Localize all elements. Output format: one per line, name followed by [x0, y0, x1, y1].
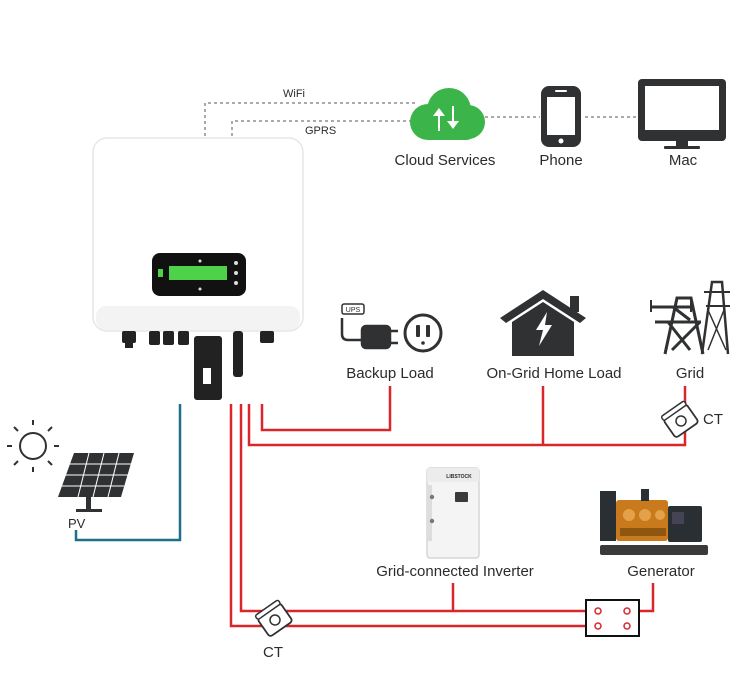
inverter-connectors [122, 331, 274, 400]
gprs-label: GPRS [305, 125, 336, 137]
grid-label: Grid [676, 365, 704, 382]
cloud-label: Cloud Services [395, 152, 496, 169]
hybrid-inverter [92, 137, 304, 400]
comm-links [204, 102, 638, 136]
mac-icon [638, 79, 726, 149]
grid-connected-inverter-icon [426, 467, 480, 559]
socket-icon [403, 313, 443, 353]
home-load-line [247, 404, 687, 447]
backup-load-icon: UPS [340, 303, 443, 353]
ct-bottom-icon [254, 599, 293, 637]
ct-bottom-label: CT [263, 644, 283, 661]
grid-tower-icon [650, 280, 730, 355]
pv-label: PV [68, 516, 86, 531]
ct-line [229, 404, 586, 628]
sun-icon [7, 420, 59, 472]
wifi-label: WiFi [283, 88, 305, 100]
home-load-label: On-Grid Home Load [486, 365, 621, 382]
backup-load-label: Backup Load [346, 365, 434, 382]
grid-inverter-label: Grid-connected Inverter [376, 563, 534, 580]
phone-icon [541, 86, 581, 147]
generator-icon [600, 489, 708, 555]
ct-top-label: CT [703, 411, 723, 428]
generator-line [639, 583, 655, 613]
battery-brand: LIBSTOCK [446, 474, 472, 480]
backup-load-line [260, 386, 392, 432]
ups-tag: UPS [346, 307, 361, 314]
pv-line [74, 404, 182, 542]
ct-top-icon [660, 400, 699, 438]
inverter-display [152, 253, 246, 296]
generator-label: Generator [627, 563, 695, 580]
mac-label: Mac [669, 152, 698, 169]
inverter-line [239, 404, 586, 613]
house-icon [500, 290, 586, 356]
gprs-link [231, 120, 415, 136]
cloud-icon [410, 88, 485, 140]
transfer-switch-icon [585, 599, 640, 637]
ac-wiring [229, 386, 687, 628]
pv-panel-icon [58, 452, 134, 512]
wifi-link [204, 102, 415, 136]
ups-plug-icon [340, 303, 398, 350]
phone-label: Phone [539, 152, 582, 169]
